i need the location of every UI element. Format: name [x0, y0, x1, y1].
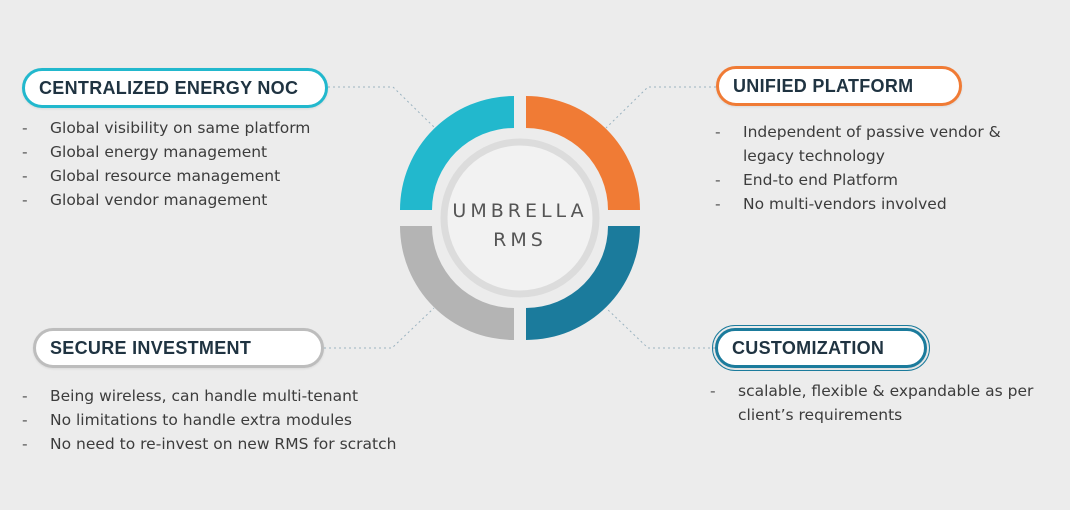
list-item: Global resource management [22, 164, 310, 188]
ring-segment-orange [526, 96, 640, 210]
secure-investment-list: Being wireless, can handle multi-tenant … [22, 384, 396, 456]
customization-title: CUSTOMIZATION [732, 337, 885, 358]
connector-secure [324, 307, 435, 349]
list-item: Independent of passive vendor & legacy t… [715, 120, 1035, 168]
list-item: No multi-vendors involved [715, 192, 1035, 216]
secure-investment-title: SECURE INVESTMENT [50, 337, 252, 358]
list-item: End-to end Platform [715, 168, 1035, 192]
unified-platform-pill: UNIFIED PLATFORM [716, 66, 962, 106]
centralized-noc-list: Global visibility on same platform Globa… [22, 116, 310, 212]
unified-platform-list: Independent of passive vendor & legacy t… [715, 120, 1035, 216]
connector-customization [605, 307, 715, 349]
list-item: Global visibility on same platform [22, 116, 310, 140]
connector-unified [605, 86, 716, 129]
ring-segment-gray [400, 226, 514, 340]
ring-segment-blue [526, 226, 640, 340]
list-item: Global energy management [22, 140, 310, 164]
unified-platform-title: UNIFIED PLATFORM [733, 75, 914, 96]
customization-pill: CUSTOMIZATION [712, 325, 930, 371]
list-item: scalable, flexible & expandable as per c… [710, 379, 1055, 427]
secure-investment-pill: SECURE INVESTMENT [33, 328, 324, 368]
centralized-noc-pill: CENTRALIZED ENERGY NOC [22, 68, 328, 108]
inner-ring [440, 138, 600, 298]
center-title-line2: RMS [493, 229, 547, 251]
centralized-noc-title: CENTRALIZED ENERGY NOC [39, 77, 299, 98]
ring-segment-teal [400, 96, 514, 210]
list-item: Global vendor management [22, 188, 310, 212]
list-item: No limitations to handle extra modules [22, 408, 396, 432]
list-item: No need to re-invest on new RMS for scra… [22, 432, 396, 456]
list-item: Being wireless, can handle multi-tenant [22, 384, 396, 408]
connector-centralized [328, 86, 436, 129]
customization-list: scalable, flexible & expandable as per c… [710, 379, 1055, 427]
center-title-line1: UMBRELLA [452, 200, 588, 222]
